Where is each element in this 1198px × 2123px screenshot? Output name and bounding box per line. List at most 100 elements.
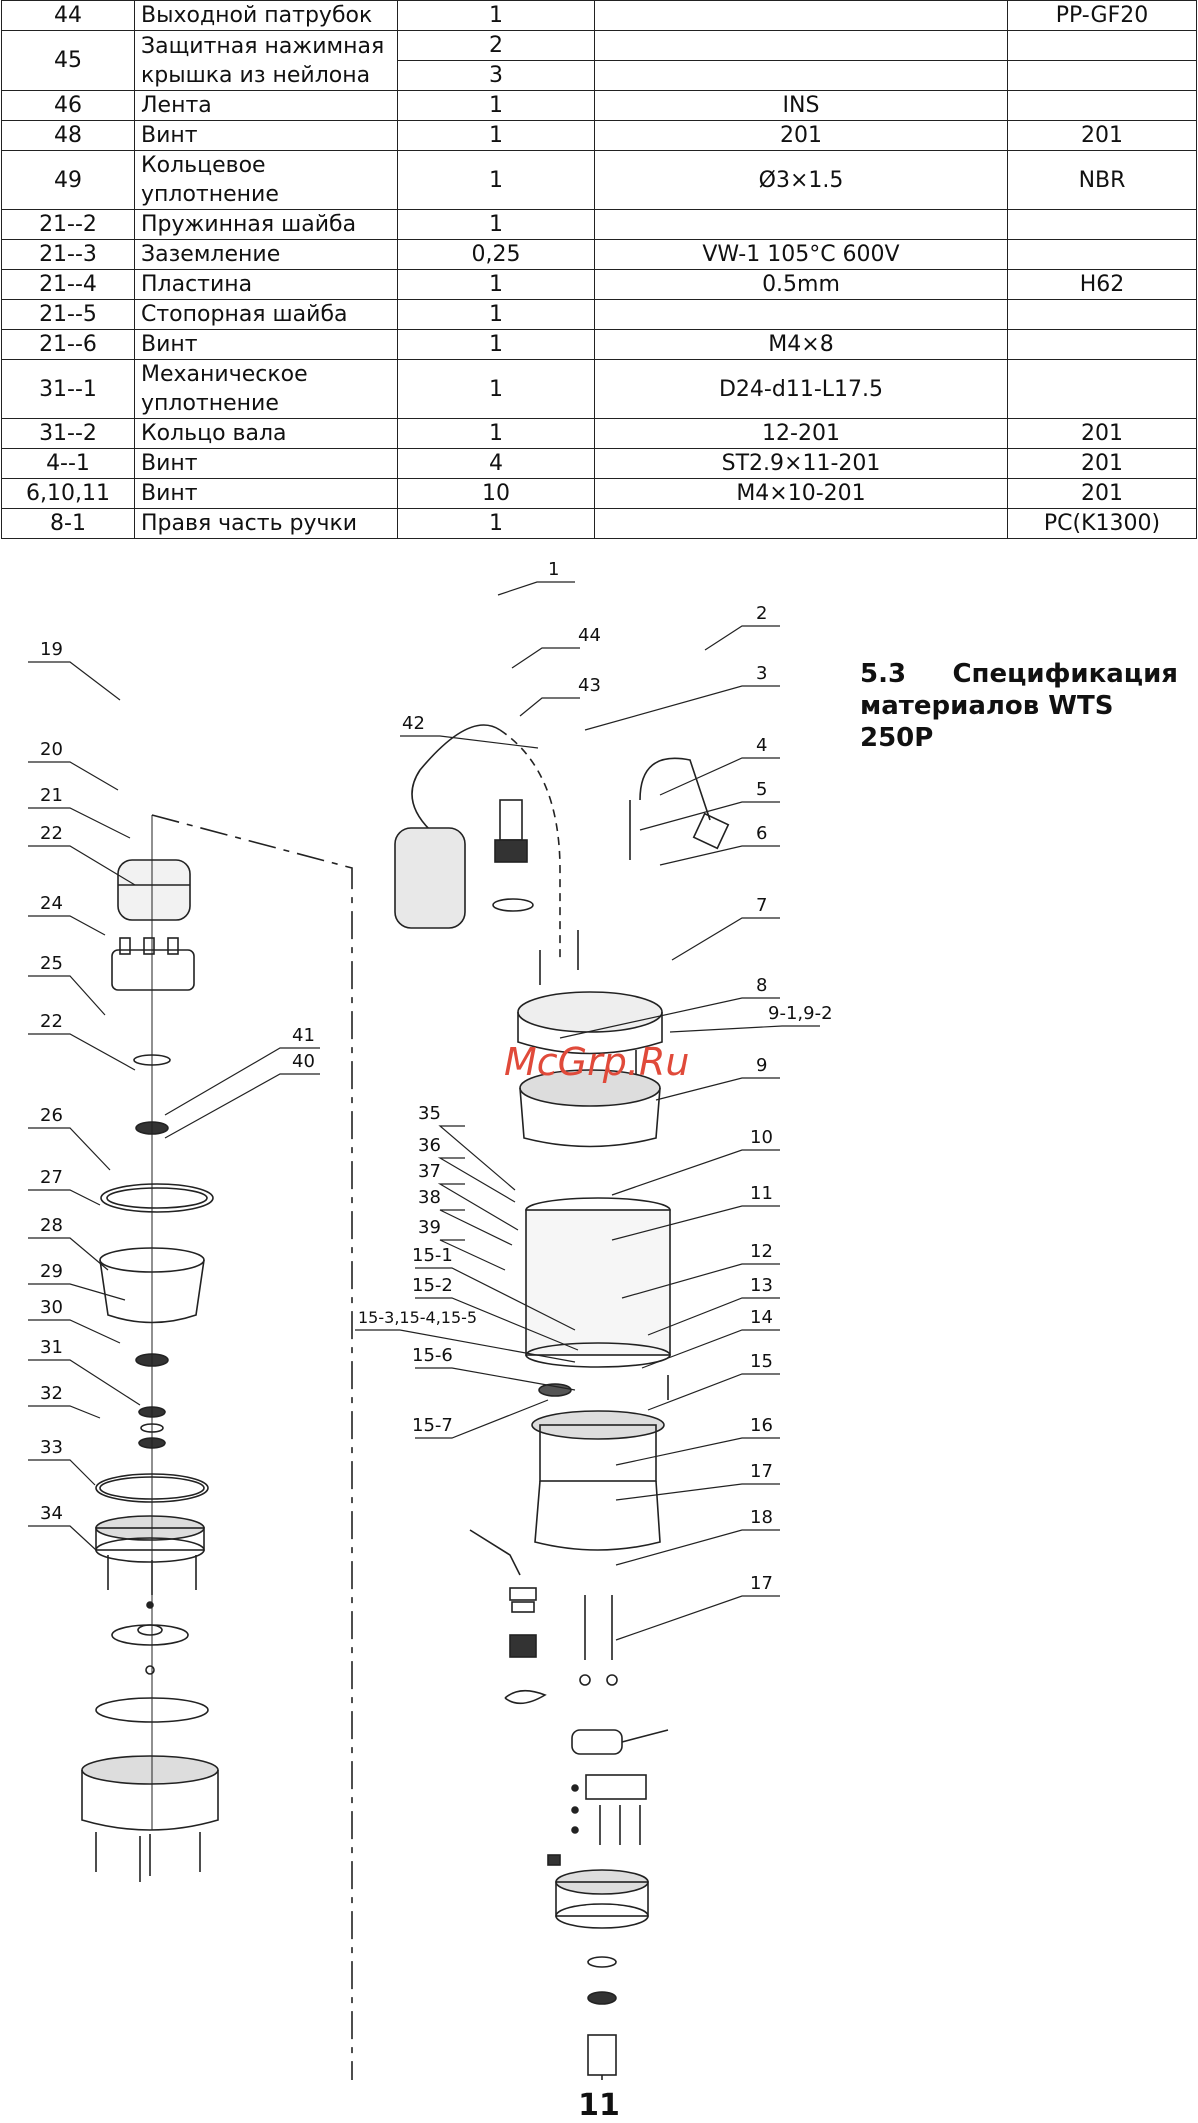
table-row: 46 Лента 1 INS [1,90,1197,121]
cell-spec [594,30,1008,61]
cell-spec: D24-d11-L17.5 [594,359,1008,419]
cell-material: PP-GF20 [1007,0,1197,31]
cell-name: Выходной патрубок [134,0,398,31]
cell-qty: 2 [397,30,595,61]
cell-name: Стопорная шайба [134,299,398,330]
cell-qty: 3 [397,60,595,91]
cell-spec: 201 [594,120,1008,151]
cell-spec [594,508,1008,539]
callout-label: 15-2 [412,1275,453,1296]
cell-no: 48 [1,120,135,151]
cell-spec: M4×8 [594,329,1008,360]
callout-label: 36 [418,1135,441,1156]
callout-label: 40 [292,1051,315,1072]
callout-label: 28 [40,1215,63,1236]
callout-label: 34 [40,1503,63,1524]
callout-label: 17 [750,1573,773,1594]
cell-name: Заземление [134,239,398,270]
callout-label: 21 [40,785,63,806]
callout-label: 25 [40,953,63,974]
callout-label: 24 [40,893,63,914]
callout-label: 17 [750,1461,773,1482]
cell-material [1007,209,1197,240]
cell-name: Пружинная шайба [134,209,398,240]
exploded-view-diagram: 19 20 21 22 24 25 22 41 40 26 27 28 29 3… [28,560,833,2080]
cell-spec: 0.5mm [594,269,1008,300]
cell-spec: ST2.9×11-201 [594,448,1008,479]
cell-qty: 1 [397,329,595,360]
cell-qty: 1 [397,0,595,31]
table-row: 31--2 Кольцо вала 1 12-201 201 [1,418,1197,449]
cell-material: 201 [1007,478,1197,509]
cell-name: Защитная нажимная крышка из нейлона [134,30,398,91]
callout-label: 3 [756,663,767,684]
cell-qty: 0,25 [397,239,595,270]
cell-no: 45 [1,30,135,91]
callout-label: 7 [756,895,767,916]
cell-name: Винт [134,120,398,151]
callout-label: 44 [578,625,601,646]
callout-label: 39 [418,1217,441,1238]
cell-no: 21--3 [1,239,135,270]
callout-label: 15-3,15-4,15-5 [358,1308,477,1327]
callout-label: 12 [750,1241,773,1262]
cell-no: 31--2 [1,418,135,449]
cell-no: 21--2 [1,209,135,240]
callout-label: 10 [750,1127,773,1148]
callout-label: 18 [750,1507,773,1528]
table-row: 6,10,11 Винт 10 M4×10-201 201 [1,478,1197,509]
callout-label: 20 [40,739,63,760]
cell-name: Правя часть ручки [134,508,398,539]
watermark-text: McGrp.Ru [504,1040,690,1084]
callout-label: 15-6 [412,1345,453,1366]
cell-qty: 1 [397,269,595,300]
cell-material: 201 [1007,120,1197,151]
cell-spec: INS [594,90,1008,121]
specification-table: 44 Выходной патрубок 1 PP-GF20 45 Защитн… [1,0,1197,539]
cell-material [1007,329,1197,360]
cell-material: NBR [1007,150,1197,210]
cell-qty: 1 [397,90,595,121]
cell-no: 31--1 [1,359,135,419]
cell-spec [594,60,1008,91]
section-title-word: Спецификация [952,659,1178,689]
table-row: 21--6 Винт 1 M4×8 [1,329,1197,360]
cell-qty: 1 [397,418,595,449]
callout-label: 27 [40,1167,63,1188]
cell-qty: 1 [397,150,595,210]
cell-material [1007,239,1197,270]
callout-label: 30 [40,1297,63,1318]
cell-spec: M4×10-201 [594,478,1008,509]
cell-material [1007,299,1197,330]
callout-label: 32 [40,1383,63,1404]
callout-label: 42 [402,713,425,734]
cell-name: Винт [134,448,398,479]
callout-label: 33 [40,1437,63,1458]
cell-no: 44 [1,0,135,31]
cell-material [1007,359,1197,419]
callout-label: 35 [418,1103,441,1124]
cell-no: 21--4 [1,269,135,300]
callout-label: 37 [418,1161,441,1182]
cell-qty: 1 [397,508,595,539]
table-row: 49 Кольцевое уплотнение 1 Ø3×1.5 NBR [1,150,1197,210]
callout-label: 14 [750,1307,773,1328]
callout-label: 2 [756,603,767,624]
cell-no: 49 [1,150,135,210]
cell-material [1007,60,1197,91]
left-assembly [81,859,219,1882]
table-row: 31--1 Механическое уплотнение 1 D24-d11-… [1,359,1197,419]
section-number: 5.3 [860,659,907,689]
cell-no: 6,10,11 [1,478,135,509]
table-row: 21--4 Пластина 1 0.5mm H62 [1,269,1197,300]
cell-spec: 12-201 [594,418,1008,449]
cell-qty: 1 [397,120,595,151]
callout-label: 38 [418,1187,441,1208]
cell-material: H62 [1007,269,1197,300]
table-row: 8-1 Правя часть ручки 1 PC(K1300) [1,508,1197,539]
callout-label: 11 [750,1183,773,1204]
section-heading: 5.3 Спецификация материалов WTS 250P [860,658,1178,754]
callout-label: 15 [750,1351,773,1372]
callout-label: 29 [40,1261,63,1282]
cell-name: Лента [134,90,398,121]
